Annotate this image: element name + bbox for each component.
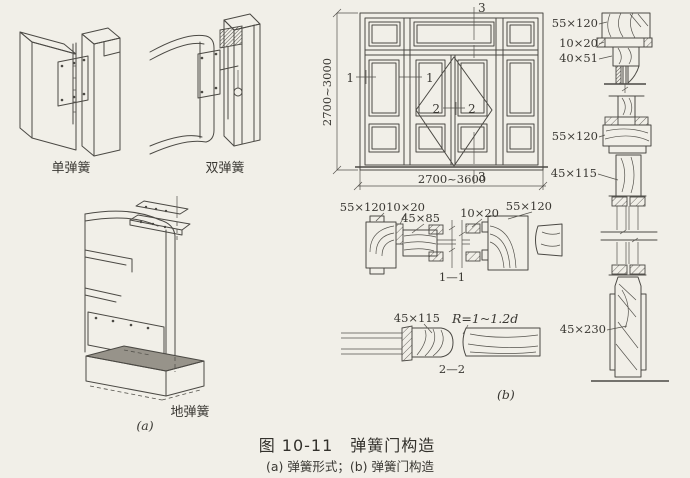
vsec-head-label: 55×120 [552, 16, 598, 30]
vsec-stop-label: 10×20 [559, 36, 598, 50]
part-a-label: (a) [136, 418, 153, 433]
section-1-1-title: 1—1 [439, 270, 465, 284]
door-swing-diamond [415, 56, 493, 167]
width-dimension: 2700~3600 [418, 172, 486, 186]
single-spring-drawing: 单弹簧 [19, 27, 121, 176]
floor-spring-drawing: 地弹簧 (a) [84, 196, 210, 433]
section-2-2-title: 2—2 [439, 362, 465, 376]
s11-frame-right-label: 55×120 [506, 199, 552, 213]
double-spring-drawing: 双弹簧 [149, 13, 261, 176]
section-1-1-drawing: 55×120 10×20 45×85 10×20 55×120 1—1 [340, 199, 563, 284]
s11-stop-left-label: 10×20 [386, 200, 425, 214]
s22-stile-label: 45×115 [394, 311, 440, 325]
s11-frame-left-label: 55×120 [340, 200, 386, 214]
double-spring-label: 双弹簧 [205, 160, 244, 176]
caption-title: 图 10-11 弹簧门构造 [259, 436, 436, 455]
section3-bottom-marker: 3 [478, 170, 486, 184]
section-2-2-drawing: 45×115 R=1~1.2d 2—2 (b) [341, 311, 541, 402]
vsec-bar-label: 40×51 [559, 51, 598, 65]
single-spring-label: 单弹簧 [51, 160, 90, 176]
section3-top-marker: 3 [478, 1, 486, 15]
figure-caption: 图 10-11 弹簧门构造 (a) 弹簧形式；(b) 弹簧门构造 [259, 436, 436, 474]
height-dimension: 2700~3000 [320, 58, 334, 126]
section2-right-marker: 2 [468, 102, 476, 116]
vertical-section-details: 55×120 10×20 40×51 55×120 45×115 45×230 [551, 12, 669, 382]
vsec-top-rail-label: 45×115 [551, 166, 597, 180]
vsec-bottom-rail-label: 45×230 [560, 322, 606, 336]
section1-right-marker: 1 [426, 71, 434, 85]
part-b-label: (b) [497, 387, 515, 402]
s11-stop-right-label: 10×20 [460, 206, 499, 220]
section2-left-marker: 2 [432, 102, 440, 116]
s11-stile-label: 45×85 [401, 211, 440, 225]
caption-subtitle: (a) 弹簧形式；(b) 弹簧门构造 [266, 459, 435, 474]
floor-spring-label: 地弹簧 [170, 404, 209, 420]
door-elevation: 3 3 1 1 2 2 2700~3000 2700~3600 [320, 1, 548, 191]
s22-radius-label: R=1~1.2d [451, 311, 518, 326]
vsec-rail-label: 55×120 [552, 129, 598, 143]
section1-left-marker: 1 [346, 71, 354, 85]
